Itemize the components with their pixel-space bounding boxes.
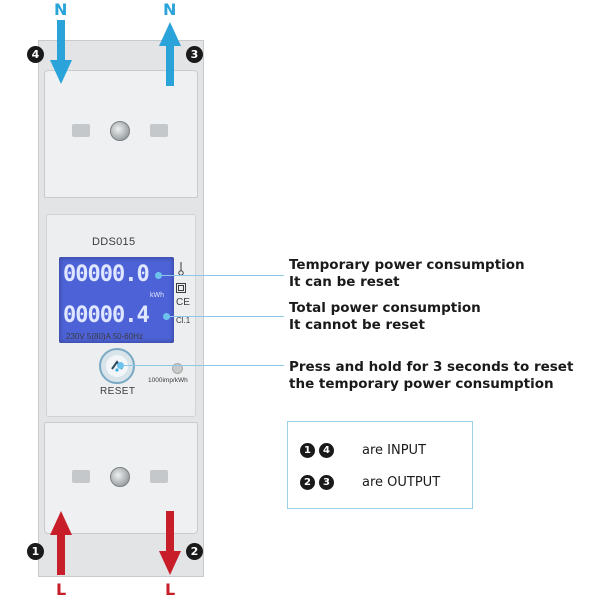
- callout-total-title: Total power consumption: [289, 300, 481, 316]
- top-left-screw-slot: [72, 124, 90, 137]
- legend-badge-1: 1: [300, 443, 315, 458]
- lcd-display: [59, 257, 174, 343]
- terminal-2-badge: 2: [186, 543, 203, 560]
- arrow-up-icon: [50, 511, 72, 575]
- legend-row-input: 1 4 are INPUT: [300, 443, 426, 458]
- reset-label: RESET: [100, 386, 136, 397]
- model-label: DDS015: [92, 236, 136, 248]
- callout-reset-line2: the temporary power consumption: [289, 376, 554, 392]
- legend-row-output: 2 3 are OUTPUT: [300, 475, 440, 490]
- callout-line-temporary: [158, 275, 284, 276]
- callout-line-total: [166, 316, 284, 317]
- ce-mark: CE: [176, 297, 190, 308]
- pulse-rate-label: 1000imp/kWh: [148, 377, 188, 384]
- lcd-temporary-reading: 00000.0: [63, 262, 150, 287]
- bottom-screw-icon: [110, 467, 130, 487]
- callout-temporary-title: Temporary power consumption: [289, 257, 525, 273]
- callout-temporary-note: It can be reset: [289, 274, 400, 290]
- pulse-led: [172, 363, 183, 374]
- callout-reset: Press and hold for 3 seconds to reset th…: [289, 359, 573, 393]
- terminal-legend: [287, 421, 473, 509]
- legend-badge-4: 4: [319, 443, 334, 458]
- callout-total-note: It cannot be reset: [289, 317, 425, 333]
- legend-badge-2: 2: [300, 475, 315, 490]
- accuracy-class: Cl.1: [176, 316, 191, 325]
- legend-badge-3: 3: [319, 475, 334, 490]
- terminal-2-label: L: [165, 580, 176, 599]
- terminal-1-badge: 1: [27, 543, 44, 560]
- arrow-up-icon: [159, 22, 181, 86]
- legend-input-text: are INPUT: [362, 443, 427, 458]
- callout-total: Total power consumption It cannot be res…: [289, 300, 481, 334]
- callout-dot-total: [163, 313, 170, 320]
- callout-reset-line1: Press and hold for 3 seconds to reset: [289, 359, 574, 375]
- terminal-4-badge: 4: [27, 46, 44, 63]
- top-screw-icon: [110, 121, 130, 141]
- callout-dot-temporary: [155, 272, 162, 279]
- terminal-3-badge: 3: [186, 46, 203, 63]
- terminal-3-label: N: [163, 0, 177, 19]
- callout-temporary: Temporary power consumption It can be re…: [289, 257, 525, 291]
- lcd-unit: kWh: [150, 292, 164, 299]
- bottom-right-screw-slot: [150, 470, 168, 483]
- double-insulation-icon: [176, 280, 186, 298]
- legend-output-text: are OUTPUT: [362, 475, 441, 490]
- terminal-4-label: N: [54, 0, 68, 19]
- lcd-total-reading: 00000.4: [63, 303, 150, 328]
- arrow-down-icon: [159, 511, 181, 575]
- callout-line-reset: [122, 365, 284, 366]
- bottom-left-screw-slot: [72, 470, 90, 483]
- top-right-screw-slot: [150, 124, 168, 137]
- callout-dot-reset: [117, 362, 124, 369]
- arrow-down-icon: [50, 20, 72, 84]
- terminal-1-label: L: [56, 580, 67, 599]
- rating-specs: 230V 5(80)A 50-60Hz: [66, 332, 143, 341]
